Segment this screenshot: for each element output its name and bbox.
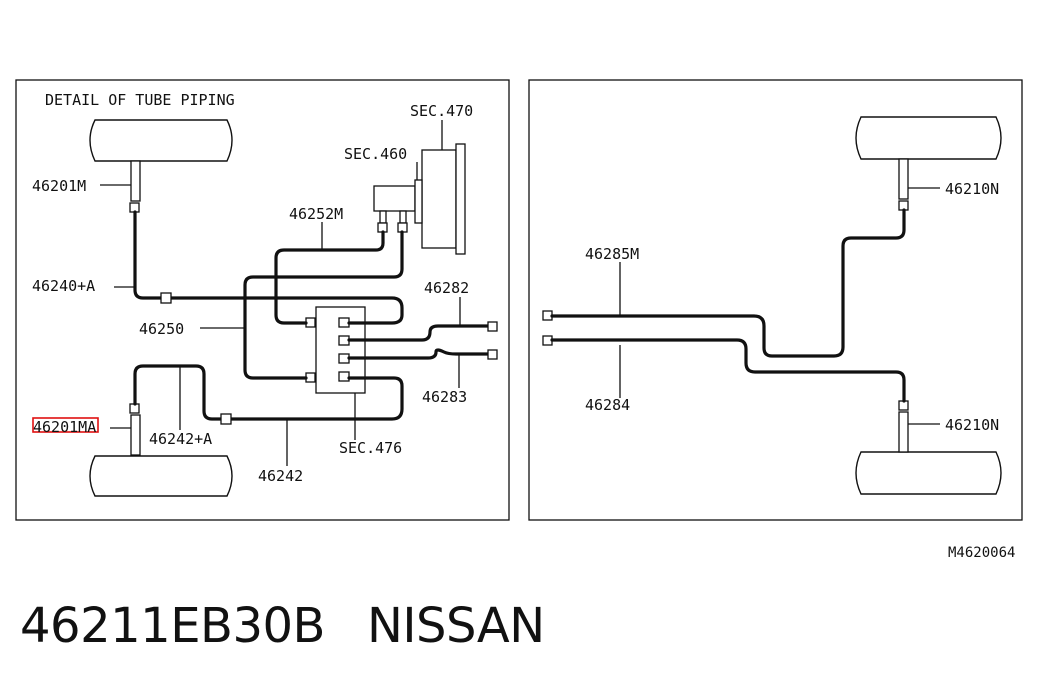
hose-46201m-upper [130,160,141,202]
left-panel: DETAIL OF TUBE PIPING [15,79,510,521]
pipe-46242a [133,364,404,421]
brake-booster [421,149,457,249]
mc-outlet [399,210,407,224]
label-46201ma-suffix: A [87,418,96,436]
fitting [487,321,498,332]
pipe-46285m [550,208,906,358]
hose-46210n-lower [898,411,909,453]
brand-name: NISSAN [366,598,545,654]
left-panel-title: DETAIL OF TUBE PIPING [45,91,235,109]
left-panel-frame [15,79,510,521]
rear-right-tire [855,451,1002,495]
label-46210n-top: 46210N [945,180,999,198]
pipe-46240a [133,210,404,325]
booster-flange [455,143,466,255]
label-46252m: 46252M [289,205,343,223]
diagram-code: M4620064 [948,545,1015,561]
label-sec476: SEC.476 [339,439,402,457]
hose-46201ma-lower [130,414,141,456]
label-46210n-bottom: 46210N [945,416,999,434]
label-46201ma-part: 46201M [33,418,87,436]
label-46240a: 46240+A [32,277,95,295]
mc-outlet [379,210,387,224]
front-left-tire [89,119,233,162]
footer-caption: 46211EB30B NISSAN [20,598,545,654]
hose-46210n-upper [898,158,909,200]
pipe-46250 [243,230,404,380]
label-46285m: 46285M [585,245,639,263]
pipe-46284 [550,338,906,403]
right-panel-frame [528,79,1023,521]
pipe-46283 [347,348,490,360]
brake-tube-piping-diagram: DETAIL OF TUBE PIPING [15,79,1023,561]
label-46250: 46250 [139,320,184,338]
highlight-box-46201ma [32,417,99,433]
fitting [487,349,498,360]
label-46201m: 46201M [32,177,86,195]
pipe-46252m [274,230,385,325]
label-46201ma: 46201MA [33,418,96,436]
fitting [220,413,232,425]
fitting [338,371,350,382]
right-panel: 46210N 46285M 46284 46210N [528,79,1023,521]
label-46283: 46283 [422,388,467,406]
pipe-46282 [347,324,490,342]
master-cylinder [373,185,416,212]
label-46242a: 46242+A [149,430,212,448]
fitting [160,292,172,304]
front-right-tire [855,116,1002,160]
label-46242: 46242 [258,467,303,485]
label-46284: 46284 [585,396,630,414]
part-number: 46211EB30B [20,598,325,654]
master-cylinder-mount [414,179,423,224]
label-46282: 46282 [424,279,469,297]
label-sec460: SEC.460 [344,145,407,163]
label-sec470: SEC.470 [410,102,473,120]
rear-left-tire [89,455,233,497]
